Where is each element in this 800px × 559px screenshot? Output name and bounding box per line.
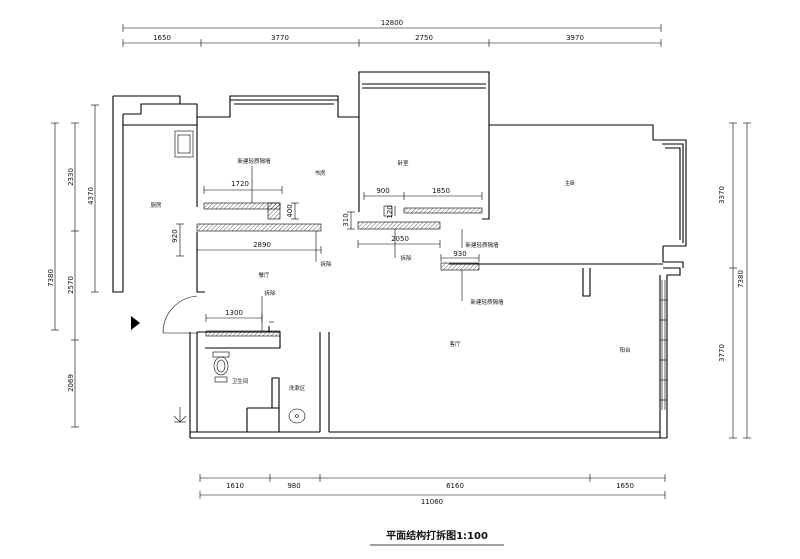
left-dimension-lines <box>51 104 99 428</box>
dim-bottom-2: 980 <box>287 482 300 490</box>
bath-mirror-icon <box>214 376 228 383</box>
note-new-wall-3: 新建轻质隔墙 <box>470 298 504 306</box>
bedroom-new-wall-end <box>383 205 393 217</box>
dim-inner-930: 930 <box>453 250 466 258</box>
floor-drain-icon <box>173 407 187 423</box>
dim-left-2: 4370 <box>87 187 95 205</box>
kitchen-demolish-wall <box>196 223 322 232</box>
dim-inner-2050: 2050 <box>391 235 409 243</box>
dim-bottom-total: 11060 <box>421 498 443 506</box>
dim-left-total: 7380 <box>47 269 55 287</box>
dim-right-2: 3770 <box>718 344 726 362</box>
room-living-label: 客厅 <box>449 340 461 348</box>
dim-inner-120: 120 <box>386 205 394 218</box>
note-new-wall-1: 新建轻质隔墙 <box>237 157 271 165</box>
kitchen-new-wall-end <box>267 202 281 220</box>
dim-inner-920: 920 <box>171 229 179 242</box>
dim-top-4: 3970 <box>566 34 584 42</box>
wash-basin-icon <box>288 408 306 424</box>
room-study-label: 书房 <box>314 169 326 177</box>
walls <box>112 71 687 439</box>
dim-inner-1300: 1300 <box>225 309 243 317</box>
dim-top-2: 3770 <box>271 34 289 42</box>
dim-bottom-1: 1610 <box>226 482 244 490</box>
dim-right-total: 7380 <box>737 270 745 288</box>
dim-top-1: 1650 <box>153 34 171 42</box>
dim-inner-2890: 2890 <box>253 241 271 249</box>
kitchen-stove-icon <box>174 130 194 158</box>
note-new-wall-2: 新建轻质隔墙 <box>465 241 499 249</box>
room-bedroom-label: 卧室 <box>397 159 409 167</box>
dim-right-1: 3370 <box>718 186 726 204</box>
dim-inner-900: 900 <box>376 187 389 195</box>
room-dining-label: 餐厅 <box>258 271 270 279</box>
dim-left-4: 2069 <box>67 374 75 392</box>
dim-left-1: 2330 <box>67 168 75 186</box>
top-dimension-lines <box>122 24 662 47</box>
note-demolish-2: 拆除 <box>400 254 412 262</box>
note-demolish-3: 拆除 <box>264 289 276 297</box>
dim-inner-310: 310 <box>342 213 350 226</box>
dim-inner-400: 400 <box>286 204 294 217</box>
master-new-wall <box>440 262 480 271</box>
drawing-title: 平面结构打拆图1:100 <box>386 529 488 542</box>
dim-top-total: 12800 <box>381 19 403 27</box>
inner-dimension-lines <box>176 166 483 331</box>
room-laundry-label: 洗漱区 <box>289 384 306 392</box>
entry-door-swing <box>162 295 198 334</box>
dim-bottom-4: 1650 <box>616 482 634 490</box>
room-master-label: 主卧 <box>564 179 576 187</box>
room-bathroom-label: 卫生间 <box>232 377 249 385</box>
dim-inner-1720: 1720 <box>231 180 249 188</box>
bedroom-new-wall <box>403 207 483 214</box>
room-balcony-label: 阳台 <box>619 346 631 354</box>
dining-demolish-wall <box>205 330 281 337</box>
dim-top-3: 2750 <box>415 34 433 42</box>
right-dimension-lines <box>729 122 751 439</box>
balcony-window <box>660 280 667 410</box>
toilet-icon <box>212 351 230 376</box>
note-demolish-1: 拆除 <box>320 260 332 268</box>
dim-bottom-3: 6160 <box>446 482 464 490</box>
dim-inner-1850: 1850 <box>432 187 450 195</box>
bottom-dimension-lines <box>199 474 666 499</box>
room-kitchen-label: 厨房 <box>150 201 162 209</box>
study-demolish-wall <box>357 221 441 230</box>
entry-arrow-icon <box>131 316 140 330</box>
dim-left-3: 2570 <box>67 276 75 294</box>
